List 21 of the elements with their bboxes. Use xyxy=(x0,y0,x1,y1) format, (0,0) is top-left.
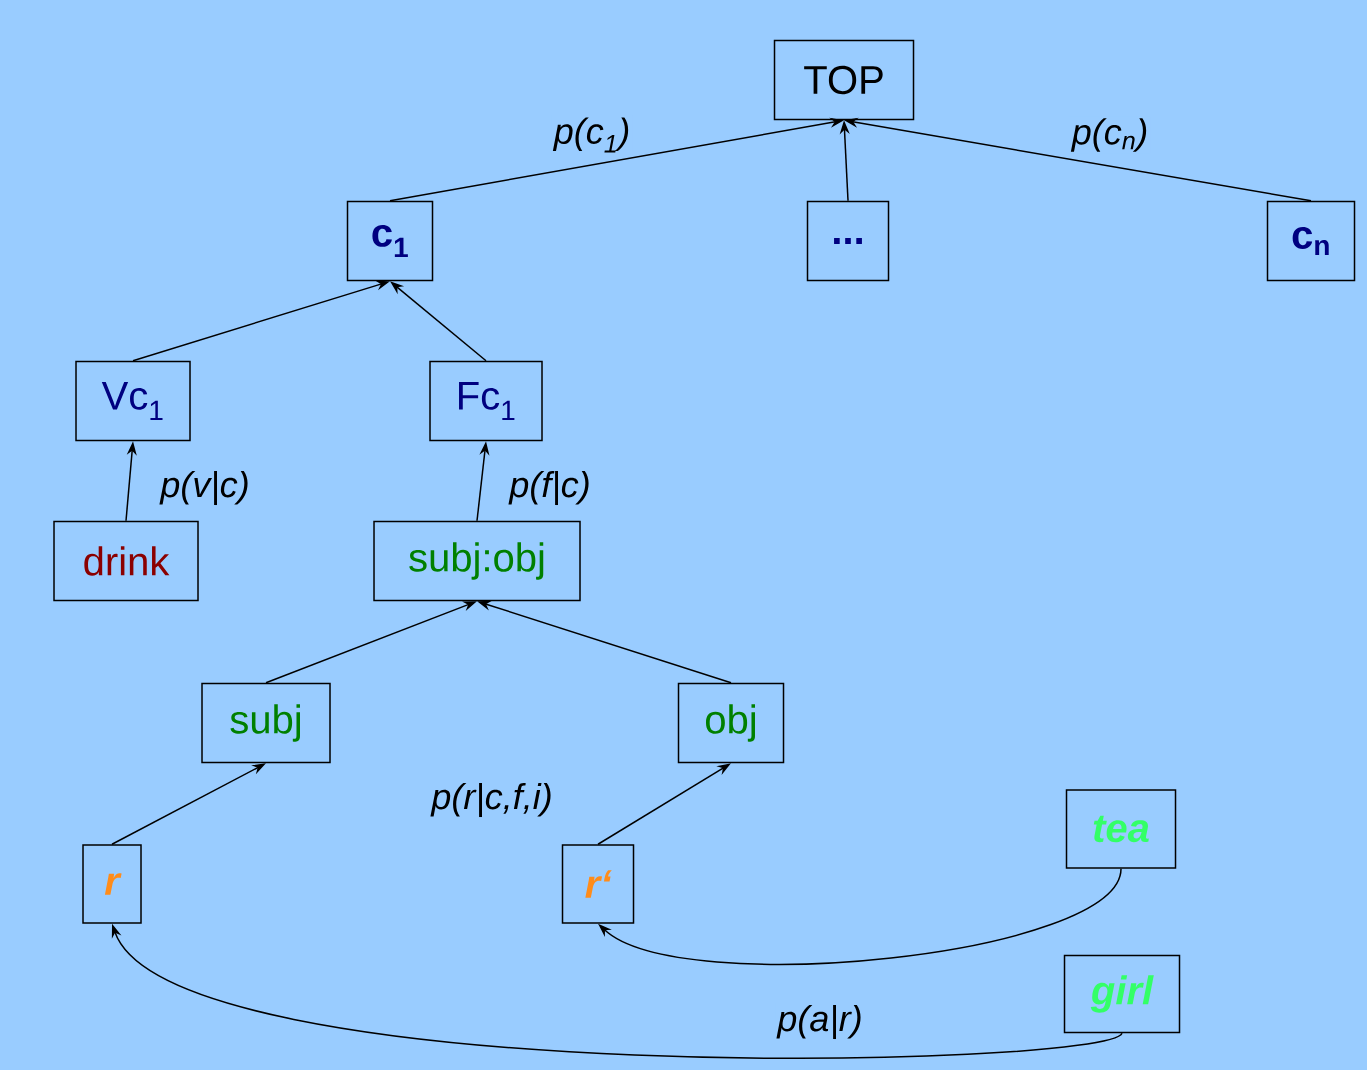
edge-label: p(c$_{1}$) xyxy=(551,115,633,155)
label-box: Vc$_{1}$ xyxy=(75,360,191,442)
label-box: r xyxy=(82,844,142,924)
probability-label: p(r|c,f,i) xyxy=(430,782,551,818)
label-box: obj xyxy=(677,682,785,764)
label-box: TOP xyxy=(773,39,915,121)
label-box: c$_{1}$ xyxy=(346,200,434,282)
label-box: r‘ xyxy=(561,844,635,924)
label-box: girl xyxy=(1063,954,1181,1034)
edge-label: p(f|c) xyxy=(507,468,593,508)
edge-label: p(c$_{n}$) xyxy=(1069,116,1151,154)
label-box: subj:obj xyxy=(373,520,581,602)
label-box: c$_{n}$ xyxy=(1266,200,1356,282)
label-box: tea xyxy=(1065,789,1177,869)
label-box: ... xyxy=(806,200,890,282)
arrow xyxy=(598,868,1122,966)
label-box: subj xyxy=(201,682,331,764)
label-box: Fc$_{1}$ xyxy=(429,360,543,442)
edge-label: p(a|r) xyxy=(775,1002,865,1042)
label-box: drink xyxy=(53,520,199,602)
edge-label: p(v|c) xyxy=(158,468,252,508)
